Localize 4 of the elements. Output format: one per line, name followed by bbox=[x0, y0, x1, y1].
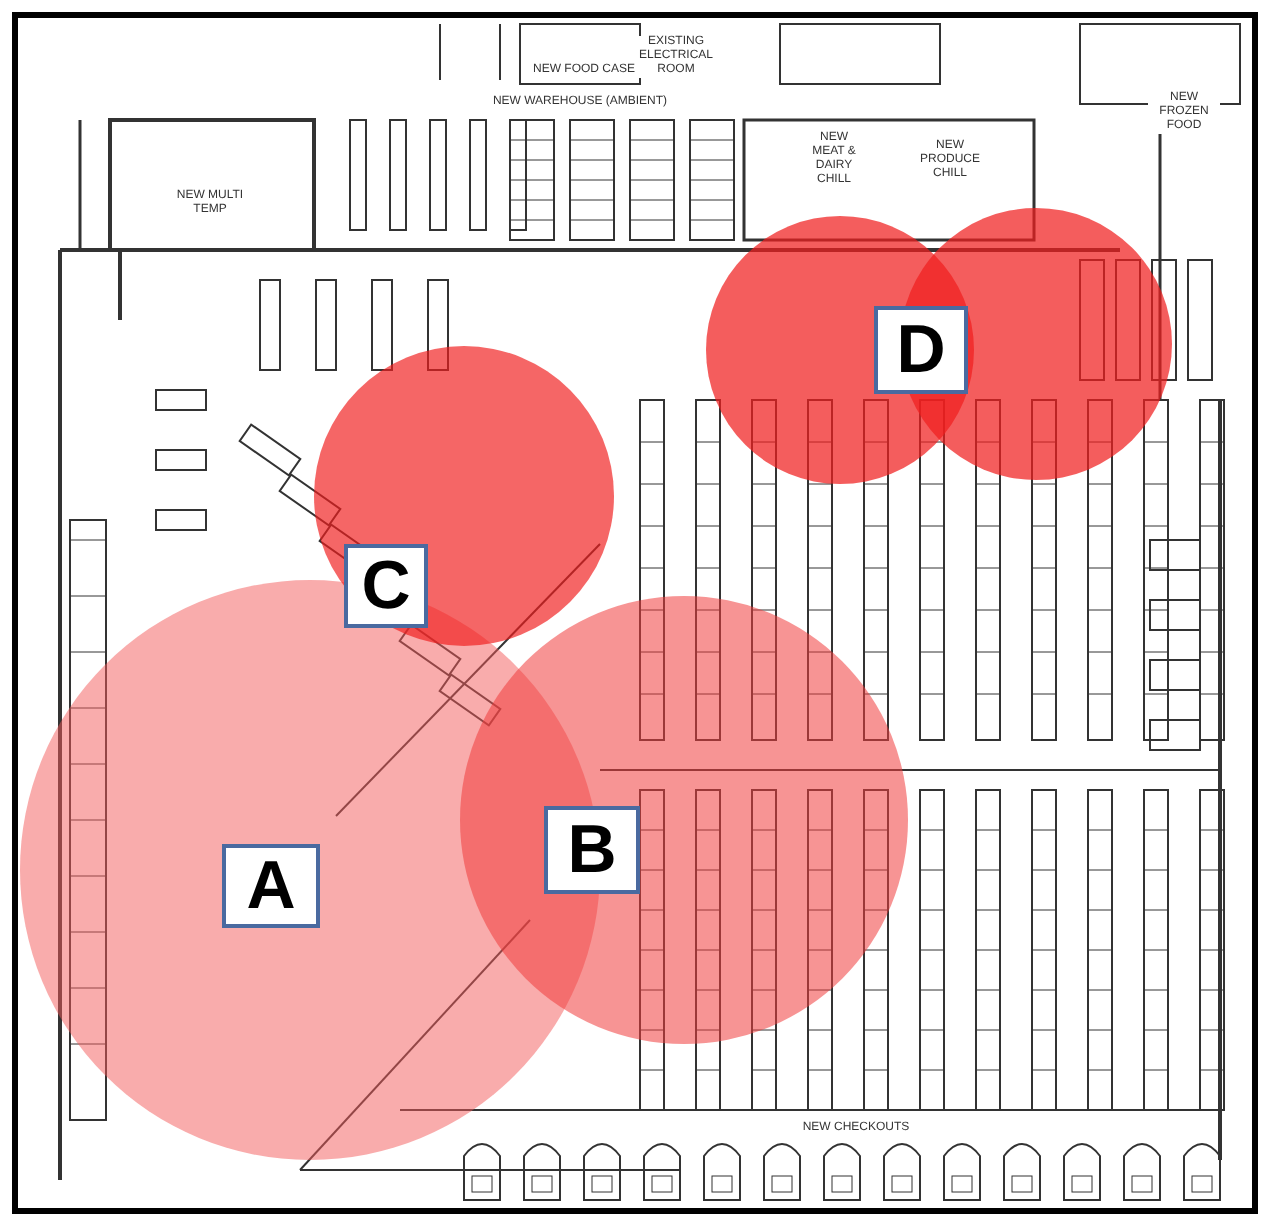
zone-letter: A bbox=[222, 844, 320, 928]
zone-letter: D bbox=[874, 306, 968, 394]
zone-letter: B bbox=[544, 806, 640, 894]
zone-letter: C bbox=[344, 544, 428, 628]
